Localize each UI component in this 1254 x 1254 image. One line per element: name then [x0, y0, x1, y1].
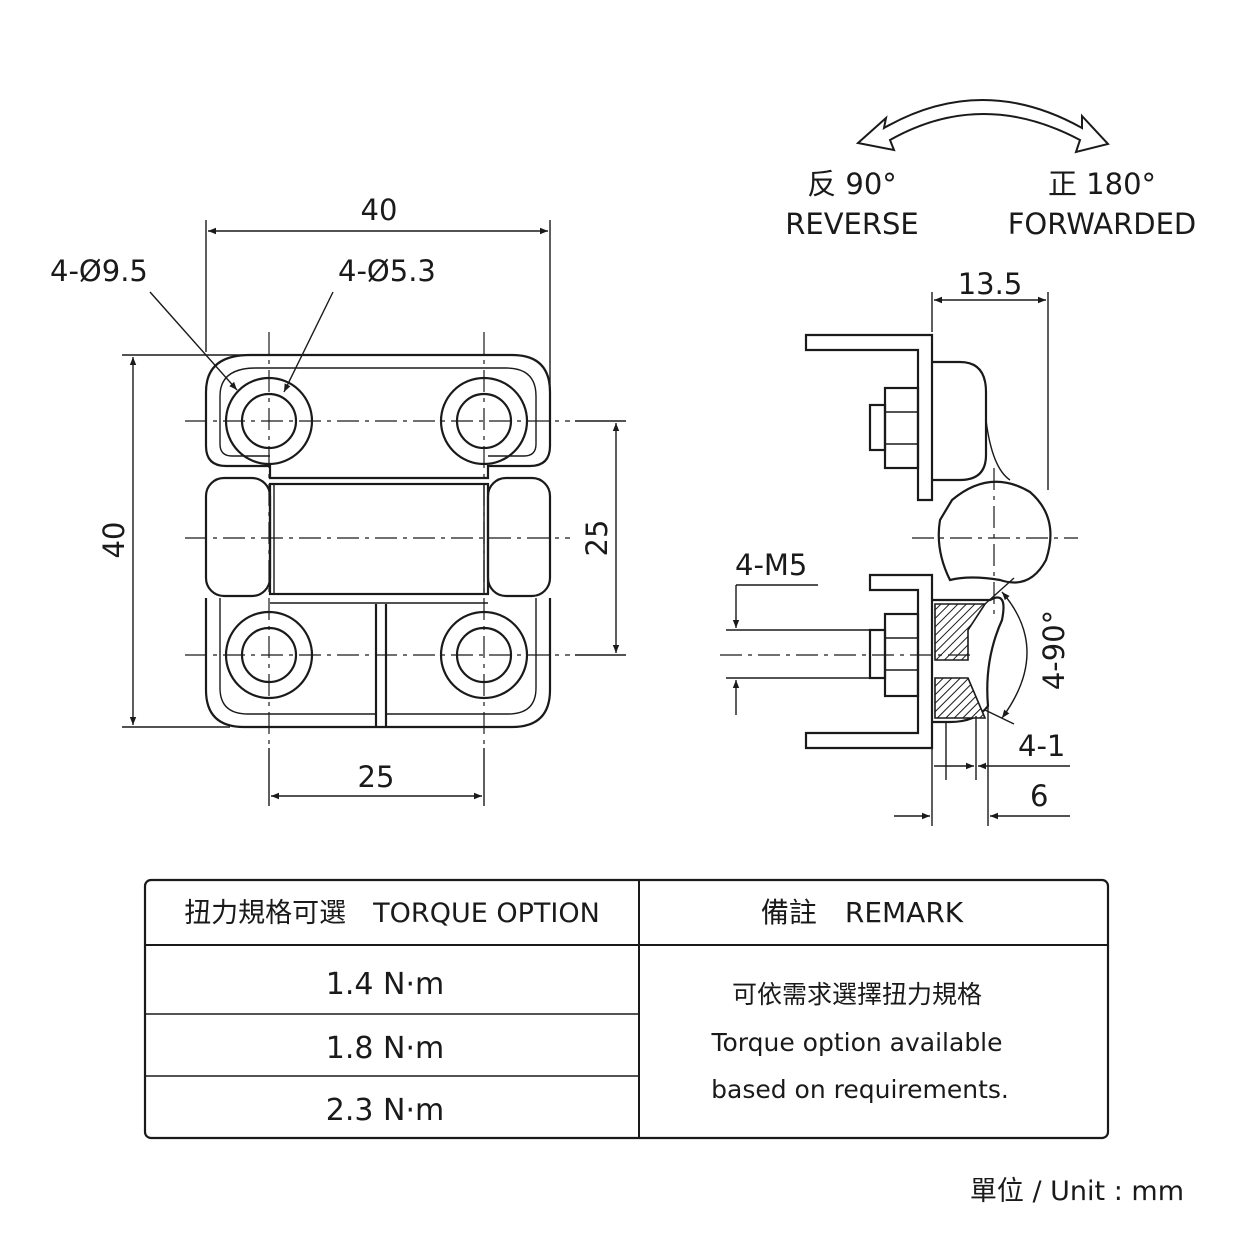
- chamfer-label: 4-1: [1018, 729, 1065, 763]
- reverse-en-label: REVERSE: [785, 207, 919, 241]
- remark-en-line-1: Torque option available: [710, 1028, 1002, 1057]
- front-view: 40 40 25 25 4-Ø9.5 4-Ø5.3: [50, 193, 626, 806]
- forward-en-label: FORWARDED: [1008, 207, 1197, 241]
- hinge-barrel: [937, 480, 1052, 584]
- reverse-cn-label: 反 90°: [807, 167, 897, 201]
- upper-mounting-bracket: [804, 333, 934, 502]
- upper-hinge-leaf: [932, 360, 988, 482]
- rotation-arrow-icon: [855, 99, 1110, 154]
- forward-cn-label: 正 180°: [1048, 167, 1156, 201]
- thread-label: 4-M5: [735, 548, 807, 582]
- countersink-section-bottom: [934, 677, 987, 719]
- vertical-spacing-dim-text: 25: [580, 520, 614, 557]
- center-barrel: [268, 482, 490, 596]
- torque-row: 1.4 N·m: [326, 967, 444, 1002]
- remark-en-line-2: based on requirements.: [711, 1075, 1009, 1104]
- left-knuckle: [204, 476, 272, 598]
- side-view: 反 90° REVERSE 正 180° FORWARDED: [720, 99, 1197, 826]
- remark-cn: 可依需求選擇扭力規格: [732, 980, 982, 1009]
- outer-hole-label: 4-Ø9.5: [50, 254, 148, 288]
- right-knuckle: [486, 476, 552, 598]
- angle-arc: [1001, 591, 1028, 719]
- table-border: [143, 878, 1110, 1140]
- outer-hole-leader: [149, 291, 238, 391]
- offset-label: 6: [1030, 779, 1048, 813]
- depth-dim-text: 13.5: [958, 267, 1023, 301]
- top-leaf-inner: [219, 367, 537, 457]
- torque-row: 1.8 N·m: [326, 1031, 444, 1066]
- header-torque-option: 扭力規格可選 TORQUE OPTION: [184, 898, 600, 929]
- bottom-leaf-inner: [219, 598, 537, 715]
- top-leaf-outline: [204, 353, 552, 480]
- lower-mounting-bracket: [804, 573, 934, 750]
- unit-label: 單位 / Unit : mm: [970, 1176, 1184, 1207]
- header-remark: 備註 REMARK: [761, 896, 964, 929]
- bottom-leaf-outline: [204, 598, 552, 729]
- torque-table: 扭力規格可選 TORQUE OPTION 備註 REMARK 1.4 N·m 1…: [143, 878, 1110, 1140]
- centerlines: [185, 332, 570, 748]
- torque-row: 2.3 N·m: [326, 1093, 444, 1128]
- inner-hole-leader: [283, 291, 334, 393]
- angle-label: 4-90°: [1037, 610, 1071, 690]
- height-dim-text: 40: [97, 522, 131, 559]
- horizontal-spacing-dim-text: 25: [358, 760, 395, 794]
- countersink-section-top: [934, 603, 987, 661]
- inner-hole-label: 4-Ø5.3: [338, 254, 436, 288]
- upper-leaf-curve: [985, 419, 1011, 481]
- width-dim-text: 40: [361, 193, 398, 227]
- upper-hex-nut: [868, 386, 920, 470]
